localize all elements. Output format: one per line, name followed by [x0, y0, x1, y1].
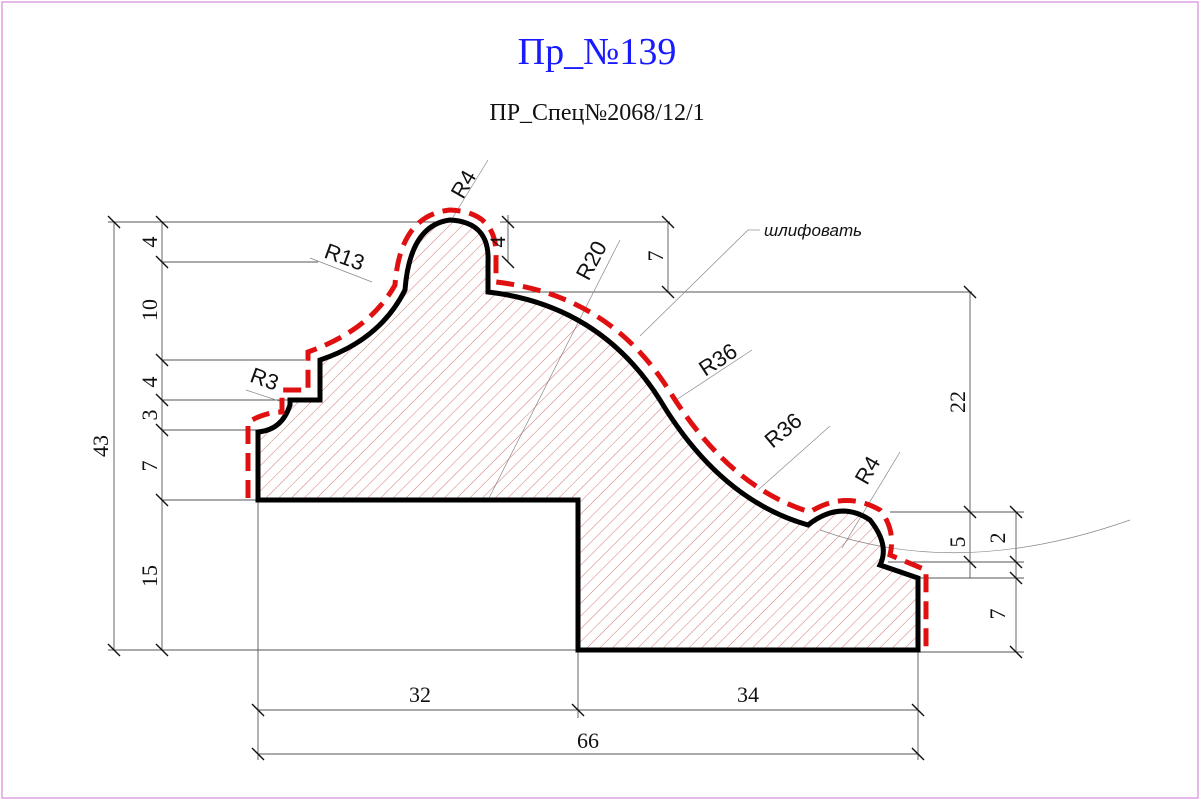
dim-bottom-66: 66	[577, 728, 599, 753]
grinding-note: шлифовать	[764, 221, 862, 240]
dim-left-7: 7	[137, 461, 162, 472]
radius-label-r36-lower: R36	[760, 408, 807, 453]
dim-right-22: 22	[945, 391, 970, 413]
dim-bottom-34: 34	[737, 682, 759, 707]
dim-right-top-7: 7	[643, 251, 668, 262]
radius-label-r4-bottom: R4	[850, 452, 886, 489]
dim-left-top-4: 4	[137, 237, 162, 248]
dim-left-mid-4: 4	[137, 377, 162, 388]
dim-left-3: 3	[137, 410, 162, 421]
dim-slot-4: 4	[485, 237, 510, 248]
profile-section	[255, 217, 921, 653]
grinding-line	[245, 207, 929, 652]
radius-label-r36-upper: R36	[694, 338, 741, 381]
dim-bottom-32: 32	[409, 682, 431, 707]
drawing-title: Пр_№139	[518, 31, 677, 73]
radius-label-r3: R3	[247, 362, 282, 395]
dim-right-bottom-7: 7	[985, 609, 1010, 620]
dim-right-5: 5	[945, 537, 970, 548]
extension-lines	[108, 215, 1024, 760]
radius-label-r4-top: R4	[446, 166, 482, 203]
dim-right-2: 2	[985, 533, 1010, 544]
radius-label-r13: R13	[321, 238, 367, 275]
dim-left-10: 10	[137, 299, 162, 321]
dimension-ticks	[107, 215, 1023, 761]
dim-left-15: 15	[137, 565, 162, 587]
drawing-subtitle: ПР_Спец№2068/12/1	[489, 100, 704, 126]
radius-label-r20: R20	[571, 237, 612, 284]
dim-left-43: 43	[88, 435, 113, 457]
